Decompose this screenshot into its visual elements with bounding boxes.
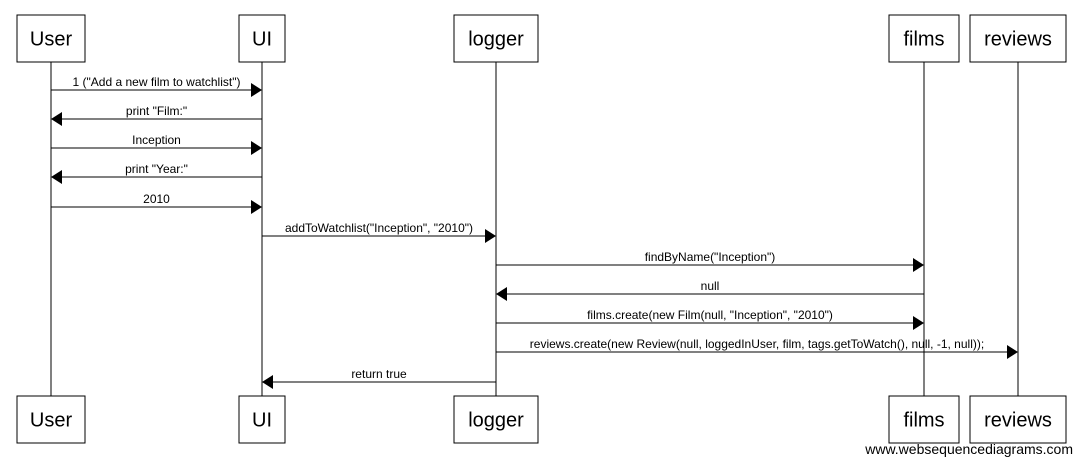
participant-label-logger-top: logger	[468, 29, 524, 51]
message-label-11: return true	[351, 367, 407, 381]
message-arrowhead-2	[51, 112, 62, 126]
message-arrowhead-10	[1007, 345, 1018, 359]
message-arrowhead-7	[913, 258, 924, 272]
message-label-8: null	[701, 279, 720, 293]
watermark: www.websequencediagrams.com	[865, 441, 1073, 457]
participant-label-UI-top: UI	[252, 29, 272, 51]
participant-box-UI-top	[238, 14, 286, 63]
participant-label-films-bottom: films	[903, 410, 944, 432]
participant-box-User-top	[16, 14, 86, 63]
participant-label-User-top: User	[30, 29, 73, 51]
message-label-4: print "Year:"	[125, 162, 188, 176]
participant-box-logger-bottom	[453, 395, 539, 444]
message-arrowhead-1	[251, 83, 262, 97]
participant-label-User-bottom: User	[30, 410, 73, 432]
message-label-2: print "Film:"	[126, 104, 187, 118]
message-label-10: reviews.create(new Review(null, loggedIn…	[530, 337, 984, 351]
messages: 1 ("Add a new film to watchlist") print "…	[51, 75, 1018, 389]
message-arrowhead-11	[262, 375, 273, 389]
participant-label-UI-bottom: UI	[252, 410, 272, 432]
message-label-5: 2010	[143, 192, 170, 206]
participant-label-films-top: films	[903, 29, 944, 51]
participant-box-reviews-bottom	[969, 395, 1067, 444]
message-arrowhead-6	[485, 229, 496, 243]
participant-label-reviews-top: reviews	[984, 29, 1052, 51]
message-arrowhead-3	[251, 141, 262, 155]
message-label-6: addToWatchlist("Inception", "2010")	[285, 221, 473, 235]
message-label-3: Inception	[132, 133, 181, 147]
participant-box-films-top	[888, 14, 960, 63]
participant-box-logger-top	[453, 14, 539, 63]
message-arrowhead-9	[913, 316, 924, 330]
message-arrowhead-8	[496, 287, 507, 301]
participants: UserUserUIUIloggerloggerfilmsfilmsreview…	[16, 14, 1067, 444]
message-arrowhead-4	[51, 170, 62, 184]
message-arrowhead-5	[251, 200, 262, 214]
participant-label-reviews-bottom: reviews	[984, 410, 1052, 432]
participant-label-logger-bottom: logger	[468, 410, 524, 432]
message-label-9: films.create(new Film(null, "Inception",…	[587, 308, 833, 322]
message-label-1: 1 ("Add a new film to watchlist")	[73, 75, 241, 89]
participant-box-User-bottom	[16, 395, 86, 444]
message-label-7: findByName("Inception")	[645, 250, 776, 264]
lifelines	[50, 62, 1019, 396]
participant-box-films-bottom	[888, 395, 960, 444]
participant-box-UI-bottom	[238, 395, 286, 444]
participant-box-reviews-top	[969, 14, 1067, 63]
